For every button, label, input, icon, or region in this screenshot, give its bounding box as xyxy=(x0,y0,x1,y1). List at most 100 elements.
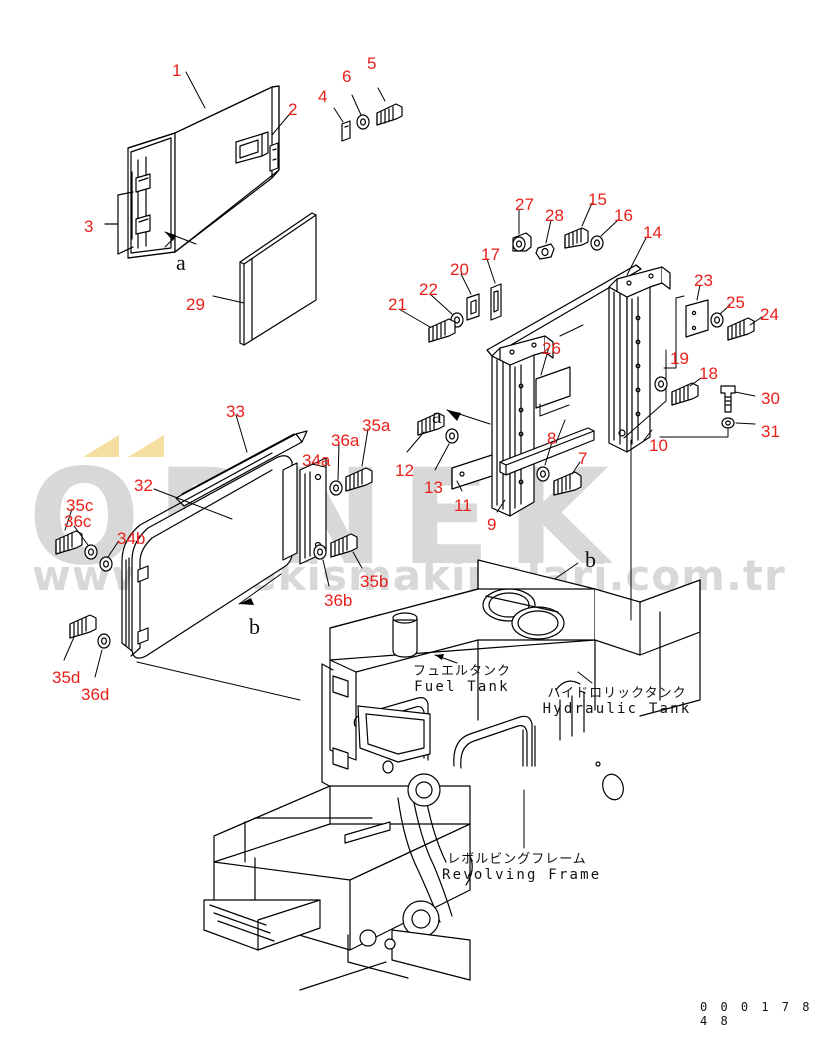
part-17-clip xyxy=(490,283,502,321)
callout-12: 12 xyxy=(395,461,414,480)
part-36b-washer xyxy=(313,544,327,560)
label-fuel-tank-jp: フュエルタンク xyxy=(412,664,511,679)
callout-18: 18 xyxy=(699,364,718,383)
part-door-panel xyxy=(127,85,280,259)
part-12-bolt xyxy=(417,412,445,436)
part-35d-bolt xyxy=(69,614,97,639)
part-21-bolt xyxy=(428,318,456,343)
logo-triangle-right-icon xyxy=(128,435,164,457)
label-revolving-frame: レボルビングフレーム Revolving Frame xyxy=(442,852,602,883)
part-right-post xyxy=(608,266,671,453)
callout-22: 22 xyxy=(419,280,438,299)
part-36d-washer xyxy=(97,633,111,649)
section-marker-b-right: b xyxy=(585,547,596,572)
callout-17: 17 xyxy=(481,245,500,264)
part-25-washer xyxy=(710,312,724,328)
part-31-washer xyxy=(721,417,735,429)
label-hydraulic-tank-jp: ハイドロリックタンク xyxy=(547,686,687,701)
label-hydraulic-tank: ハイドロリックタンク Hydraulic Tank xyxy=(542,686,692,717)
callout-10: 10 xyxy=(649,436,668,455)
callout-30: 30 xyxy=(761,389,780,408)
callout-16: 16 xyxy=(614,206,633,225)
part-32-cover xyxy=(121,452,293,659)
callout-31: 31 xyxy=(761,422,780,441)
bracket-19 xyxy=(663,297,677,369)
callout-7: 7 xyxy=(578,449,588,468)
callout-35-b: 35b xyxy=(360,572,389,591)
label-revolving-frame-en: Revolving Frame xyxy=(442,867,602,883)
callout-34-upper: 34a xyxy=(302,451,331,470)
label-hydraulic-tank-en: Hydraulic Tank xyxy=(542,701,692,717)
part-11-bracket xyxy=(451,454,493,490)
callout-35-c: 35c xyxy=(66,496,94,515)
callout-34-lower: 34b xyxy=(117,529,146,548)
part-26-plate xyxy=(535,366,571,409)
callout-33: 33 xyxy=(226,402,245,421)
callout-6: 6 xyxy=(342,67,352,86)
part-29-panel xyxy=(239,212,317,346)
callout-35-a: 35a xyxy=(362,416,391,435)
part-23-plate xyxy=(685,299,709,338)
callout-36-b: 36b xyxy=(324,591,353,610)
callout-32: 32 xyxy=(134,476,153,495)
label-fuel-tank: フュエルタンク Fuel Tank xyxy=(402,664,522,695)
callout-25: 25 xyxy=(726,293,745,312)
leader-29 xyxy=(212,295,245,304)
logo-triangle-left-icon xyxy=(83,435,119,457)
part-27-nut xyxy=(512,232,532,252)
part-30-bolt xyxy=(720,385,736,413)
drawing-number: 0 0 0 1 7 8 4 8 xyxy=(700,1000,813,1028)
part-15-bolt xyxy=(564,227,589,249)
label-revolving-frame-jp: レボルビングフレーム xyxy=(447,852,587,867)
callout-36-c: 36c xyxy=(64,512,92,531)
part-7-bolt xyxy=(553,471,582,496)
callout-3: 3 xyxy=(84,217,94,236)
callout-19: 19 xyxy=(670,349,689,368)
part-36c-washer xyxy=(84,544,98,560)
part-34-brackets xyxy=(282,457,327,565)
part-28-nut xyxy=(535,243,555,260)
callout-36-d: 36d xyxy=(81,685,110,704)
callout-1: 1 xyxy=(172,61,182,80)
part-20-bracket xyxy=(466,293,480,321)
callout-20: 20 xyxy=(450,260,469,279)
part-left-post xyxy=(491,335,554,517)
part-35c-bolt xyxy=(55,530,83,555)
callout-23: 23 xyxy=(694,271,713,290)
callout-29: 29 xyxy=(186,295,205,314)
callout-4: 4 xyxy=(318,87,328,106)
callout-14: 14 xyxy=(643,223,662,242)
part-5-bolt xyxy=(376,87,403,126)
callout-15: 15 xyxy=(588,190,607,209)
part-13-washer xyxy=(445,428,459,444)
machine-assembly xyxy=(321,559,701,801)
part-36a-washer xyxy=(329,480,343,496)
part-revolving-frame xyxy=(203,773,473,991)
callout-11: 11 xyxy=(454,496,472,515)
part-18-bolt xyxy=(671,382,699,406)
part-latch xyxy=(235,131,279,172)
part-4-pin xyxy=(333,107,351,142)
part-35b-bolt xyxy=(330,533,358,558)
callout-5: 5 xyxy=(367,54,377,73)
section-marker-a-center: a xyxy=(432,403,442,428)
part-6-washer xyxy=(351,94,370,130)
callout-2: 2 xyxy=(288,100,298,119)
part-16-washer xyxy=(590,235,604,251)
label-fuel-tank-en: Fuel Tank xyxy=(414,679,510,695)
part-24-bolt xyxy=(727,317,755,341)
callout-24: 24 xyxy=(760,305,779,324)
callout-35-d: 35d xyxy=(52,668,81,687)
callout-28: 28 xyxy=(545,206,564,225)
section-marker-b-left: b xyxy=(249,614,260,639)
part-19-washer xyxy=(654,376,668,392)
callout-26: 26 xyxy=(542,339,561,358)
callout-13: 13 xyxy=(424,478,443,497)
part-8-washer xyxy=(536,466,550,482)
callout-36-a: 36a xyxy=(331,431,360,450)
callout-8: 8 xyxy=(547,429,557,448)
part-hinges xyxy=(131,171,151,240)
section-marker-a-upper: a xyxy=(176,250,186,275)
